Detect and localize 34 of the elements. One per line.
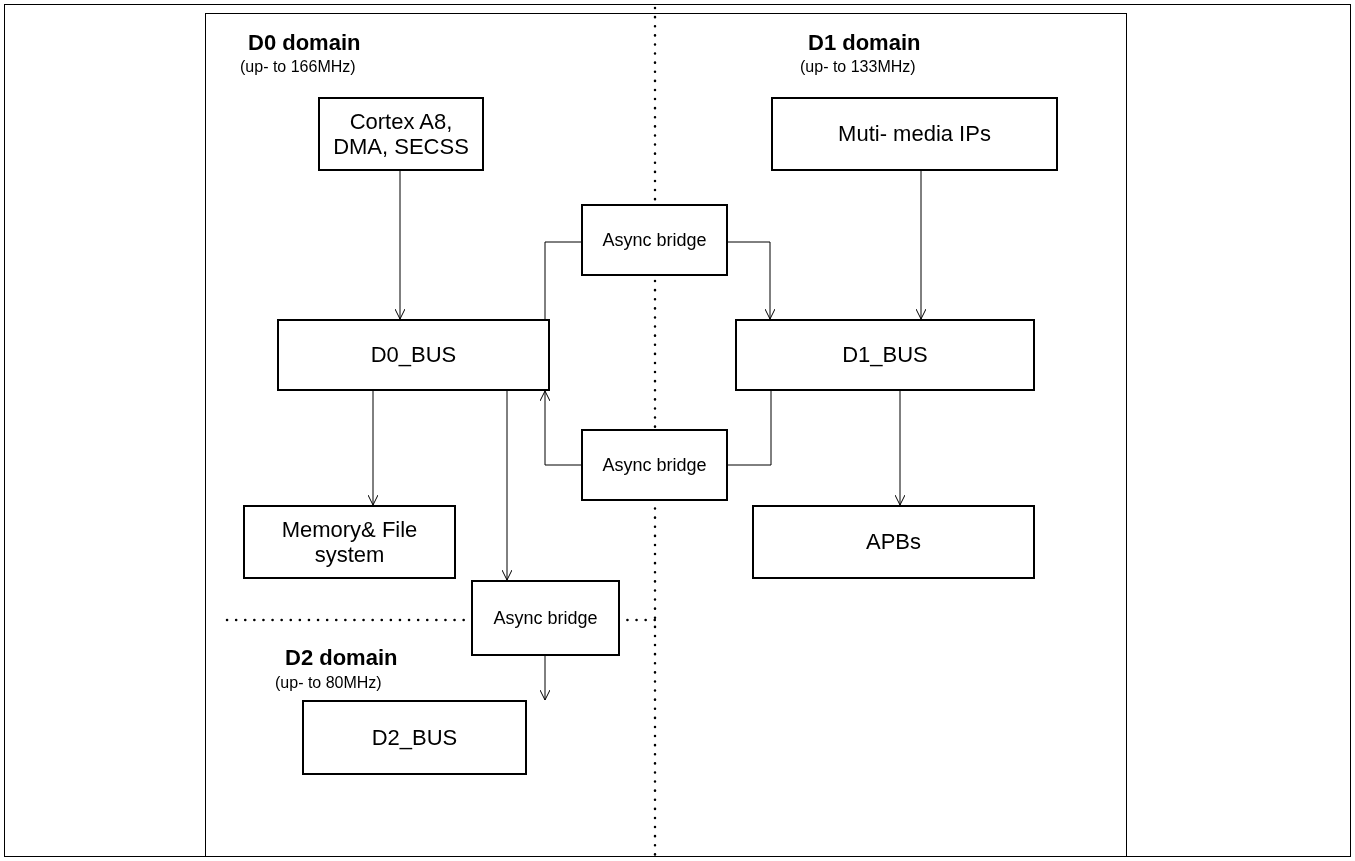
box-label: D2_BUS	[371, 724, 458, 751]
frequency-note: (up- to 133MHz)	[800, 58, 916, 76]
connector-arrow	[894, 390, 906, 506]
block-box	[302, 700, 527, 775]
connector-arrow	[367, 390, 379, 506]
box-label: Async bridge	[493, 607, 598, 629]
box-label: Cortex A8, DMA, SECSS	[332, 108, 470, 160]
domain-heading: D2 domain	[285, 645, 398, 671]
box-label: APBs	[866, 529, 921, 555]
connector-arrow	[501, 390, 513, 581]
box-label: Async bridge	[602, 454, 707, 476]
frequency-note: (up- to 166MHz)	[240, 58, 356, 76]
block-box	[243, 505, 456, 579]
connector-arrow	[539, 655, 551, 701]
domain-heading: D1 domain	[808, 30, 921, 56]
connector-arrow	[394, 170, 406, 320]
box-label: Async bridge	[602, 229, 707, 251]
block-box	[752, 505, 1035, 579]
block-box	[735, 319, 1035, 391]
connector-arrow	[727, 241, 776, 320]
box-label: Memory& File system	[280, 516, 419, 568]
block-box	[277, 319, 550, 391]
block-box	[771, 97, 1058, 171]
frequency-note: (up- to 80MHz)	[275, 674, 382, 692]
connector-arrow	[539, 390, 582, 466]
domain-heading: D0 domain	[248, 30, 361, 56]
box-label: Muti- media IPs	[838, 121, 991, 147]
bridge-box	[471, 580, 620, 656]
bridge-box	[581, 429, 728, 501]
block-box	[318, 97, 484, 171]
box-label: D1_BUS	[842, 342, 928, 368]
connector-arrow	[915, 170, 927, 320]
box-label: D0_BUS	[370, 342, 457, 368]
bridge-box	[581, 204, 728, 276]
